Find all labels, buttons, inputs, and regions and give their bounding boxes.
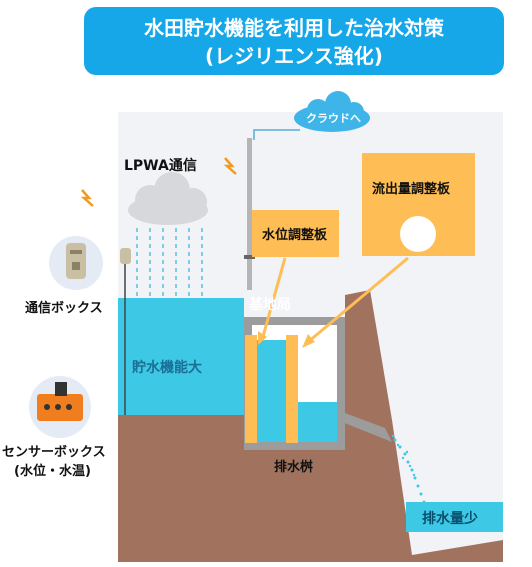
lpwa-label: LPWA通信 <box>124 158 197 174</box>
arrow-water-level <box>260 257 287 341</box>
signal-bolt-icon <box>223 157 237 175</box>
paddy-comm-device <box>120 248 131 264</box>
rain-drops <box>136 228 203 298</box>
sensor-box-label-line2: (水位・水温) <box>14 464 91 479</box>
cloud-icon <box>294 91 370 132</box>
base-station-label: 基地局 <box>249 297 291 313</box>
base-station-pole <box>247 138 252 290</box>
arrow-outflow <box>307 256 409 344</box>
sensor-box-icon <box>29 376 91 438</box>
signal-bolt-icon <box>80 189 94 207</box>
drain-small-label: 排水量少 <box>422 511 478 527</box>
uplink-line <box>253 129 300 140</box>
drain-basin-water-right <box>297 402 337 442</box>
arrow-head <box>258 331 267 345</box>
title-line2: (レジリエンス強化) <box>205 44 383 68</box>
sensor-box-label-line1: センサーボックス <box>2 445 106 460</box>
outflow-pipe <box>337 410 392 442</box>
rain-cloud-icon <box>128 172 208 225</box>
water-level-plate-box <box>252 210 339 257</box>
title-line1: 水田貯水機能を利用した治水対策 <box>144 16 444 40</box>
water-level-plate-left <box>245 335 257 443</box>
cloud-label: クラウドへ <box>306 112 361 125</box>
comm-box-label: 通信ボックス <box>25 301 103 316</box>
outflow-hole <box>400 216 436 252</box>
drain-basin-label: 排水桝 <box>274 460 314 475</box>
base-station-bracket <box>244 255 255 259</box>
arrow-head <box>302 334 315 348</box>
paddy-water <box>118 298 244 415</box>
title-box: 水田貯水機能を利用した治水対策 (レジリエンス強化) <box>84 7 504 75</box>
communication-box-icon <box>49 236 103 290</box>
outflow-plate-label: 流出量調整板 <box>372 182 451 197</box>
soil <box>118 290 503 562</box>
storage-label: 貯水機能大 <box>132 360 202 376</box>
drain-stream <box>406 502 503 532</box>
water-level-plate-label: 水位調整板 <box>262 228 328 243</box>
water-level-plate-right <box>286 335 298 443</box>
